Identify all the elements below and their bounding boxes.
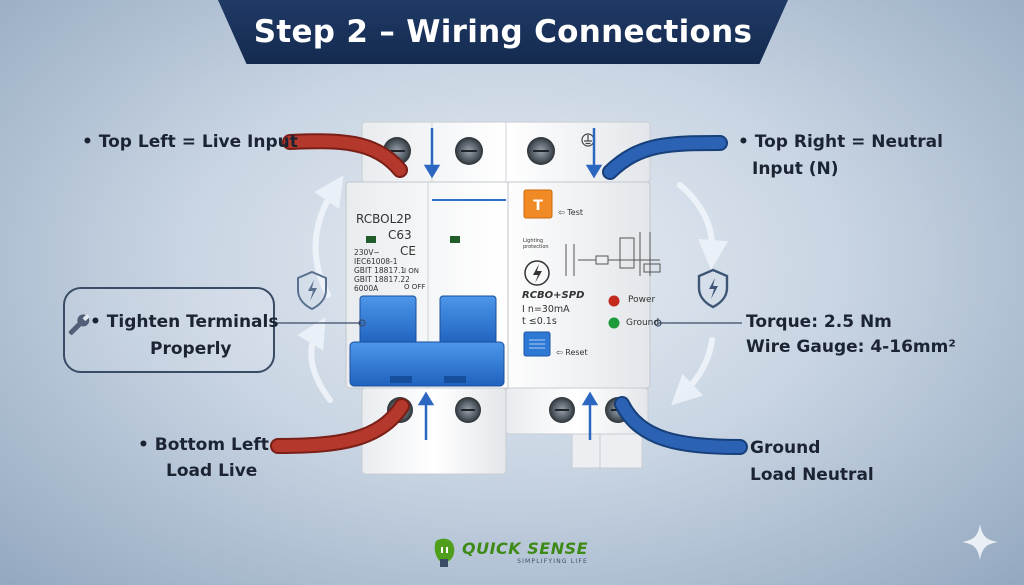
device-spec: 230V~ IEC61008-1 GBIT 18817.1 GBIT 18817…	[354, 248, 410, 293]
reset-label: ⇦ Reset	[556, 348, 588, 357]
rotation-arrows	[297, 175, 729, 406]
test-label: ⇦ Test	[558, 208, 584, 217]
ce-mark: CE	[400, 244, 416, 258]
label-top-right-2: Input (N)	[752, 159, 839, 179]
in-spec: I n=30mA	[522, 304, 570, 315]
ground-indicator-label: Ground	[626, 318, 660, 328]
svg-text:T: T	[533, 198, 543, 214]
label-ground-2: Load Neutral	[750, 465, 874, 485]
device-model: RCBOL2P	[356, 212, 412, 226]
arrow-right-down	[677, 182, 729, 270]
on-label: I ON	[404, 267, 420, 275]
label-ground-1: Ground	[750, 438, 821, 458]
wrench-icon	[68, 314, 90, 335]
label-top-left: • Top Left = Live Input	[82, 132, 298, 152]
shield-icon	[697, 268, 729, 309]
circuit-schematic-icon	[565, 232, 661, 276]
label-torque: Torque: 2.5 Nm	[746, 312, 892, 332]
sparkle-icon	[962, 524, 998, 560]
direction-arrows	[417, 128, 603, 440]
off-label: O OFF	[404, 283, 426, 291]
label-top-right-1: • Top Right = Neutral	[738, 132, 943, 152]
tighten-callout-box	[63, 287, 275, 373]
arrow-left-up	[312, 175, 344, 298]
shield-icon	[297, 270, 327, 311]
brand-tagline: SIMPLIFYING LIFE	[517, 558, 589, 565]
label-bottom-left-1: • Bottom Left	[138, 435, 269, 455]
brand-name: QUICK SENSE	[462, 539, 589, 558]
label-tighten-1: • Tighten Terminals	[90, 312, 279, 332]
t-spec: t ≤0.1s	[522, 316, 557, 327]
product-name: RCBO+SPD	[522, 290, 585, 301]
label-wire-gauge: Wire Gauge: 4-16mm²	[746, 337, 956, 357]
arrow-right-lower	[671, 337, 715, 406]
power-label: Power	[628, 295, 656, 305]
brand-logo: QUICK SENSE SIMPLIFYING LIFE	[432, 530, 602, 574]
plug-leaf-icon	[434, 538, 455, 567]
device-rating: C63	[388, 228, 412, 242]
wires	[270, 133, 748, 455]
label-tighten-2: Properly	[150, 339, 232, 359]
lightning-icon	[524, 260, 550, 286]
page-title: Step 2 – Wiring Connections	[253, 14, 753, 50]
label-bottom-left-2: Load Live	[166, 461, 258, 481]
arrow-left-lower	[297, 317, 333, 403]
title-banner: Step 2 – Wiring Connections	[218, 0, 788, 64]
terminal-screw	[383, 137, 555, 165]
